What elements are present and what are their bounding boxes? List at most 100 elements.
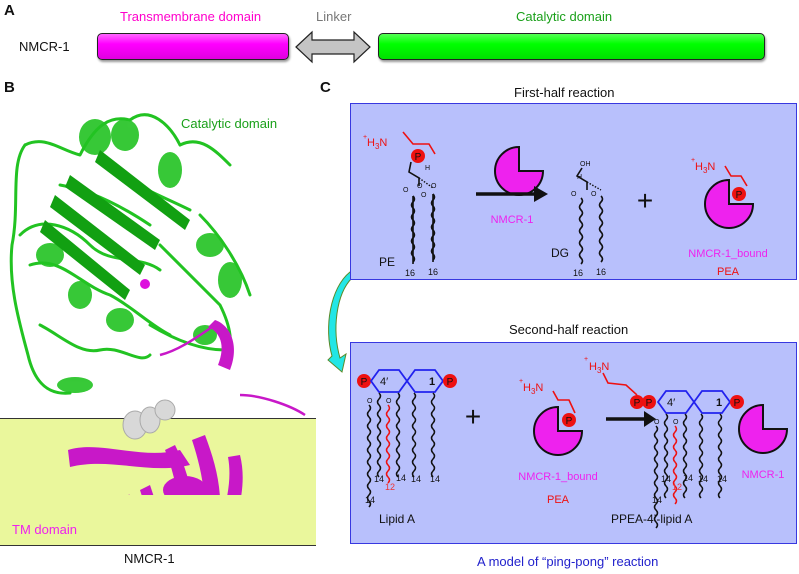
svg-text:+: +	[584, 356, 588, 363]
panel-b-tm-label: TM domain	[12, 522, 78, 537]
panel-a-letter: A	[4, 2, 15, 19]
acyl-chain-2	[430, 193, 436, 261]
tm-loops	[128, 323, 306, 495]
svg-text:O: O	[403, 187, 409, 194]
lipid-a-molecule: P 4′ 1 P O O	[357, 369, 457, 508]
panel-b-protein-label: NMCR-1	[124, 551, 175, 566]
h-label: H	[425, 165, 430, 172]
ppea-lipid-a-label: PPEA-4’-lipid A	[611, 512, 692, 526]
ppea-ring-label-1: 1	[716, 397, 722, 409]
second-half-title: Second-half reaction	[509, 322, 629, 337]
protein-structure	[9, 113, 306, 495]
curved-transition-arrow	[327, 271, 353, 373]
catalytic-helices	[36, 119, 242, 393]
second-bound-enzyme-pacman-icon	[533, 405, 584, 456]
first-half-scheme: P H O O O O + H3N PE 16 16 NMCR-1 OH H	[363, 131, 768, 278]
second-half-bound-label: NMCR-1_bound	[518, 471, 597, 483]
svg-text:H3N: H3N	[589, 361, 609, 375]
first-half-enzyme-label: NMCR-1	[491, 214, 534, 226]
svg-text:O: O	[386, 398, 392, 405]
lipid-a-chain-3: 14	[411, 474, 421, 484]
first-half-bound-label: NMCR-1_bound	[688, 248, 767, 260]
svg-text:+: +	[691, 157, 695, 164]
panel-b-catalytic-label: Catalytic domain	[181, 116, 278, 131]
free-enzyme-pacman-icon	[738, 403, 789, 454]
svg-text:O: O	[654, 419, 660, 426]
first-half-pea-label: PEA	[717, 266, 740, 278]
lipid-a-chain-1: 14	[374, 474, 384, 484]
panel-c-caption: A model of “ping-pong” reaction	[477, 554, 659, 569]
pe-amine-label: H3N	[367, 137, 387, 151]
svg-text:+: +	[363, 134, 367, 141]
ppea-chain-3: 14	[698, 474, 708, 484]
lipid-a-chain-4: 14	[430, 474, 440, 484]
first-half-plus: +	[637, 185, 653, 216]
linker-label: Linker	[316, 9, 352, 24]
panel-a-protein-label: NMCR-1	[19, 39, 70, 54]
svg-text:O: O	[367, 398, 373, 405]
ring-label-1: 1	[429, 376, 435, 388]
panel-b-letter: B	[4, 79, 15, 96]
metal-ion-sphere	[140, 279, 150, 289]
membrane-region	[0, 418, 316, 546]
svg-text:O: O	[571, 191, 577, 198]
ppea-chain-4: 14	[717, 474, 727, 484]
first-half-box: P H O O O O + H3N PE 16 16 NMCR-1 OH H	[350, 103, 797, 280]
ring-label-4: 4′	[380, 376, 388, 388]
catalytic-domain-bar	[378, 33, 765, 60]
ppea-ring-label-4: 4′	[667, 397, 675, 409]
panel-c-letter: C	[320, 79, 331, 96]
first-half-title: First-half reaction	[514, 85, 615, 100]
svg-text:O: O	[591, 191, 597, 198]
svg-text:O: O	[431, 183, 437, 190]
linker-helix	[122, 399, 176, 440]
bound-phosphate-label: P	[736, 190, 743, 201]
acyl-chain-1	[410, 195, 416, 263]
svg-text:O: O	[417, 183, 423, 190]
second-half-scheme: P 4′ 1 P O O 14 12 14 14 14 14 Lipid A +…	[357, 356, 789, 529]
tm-domain-label: Transmembrane domain	[120, 9, 262, 24]
lipid-a-chain-2: 14	[396, 473, 406, 483]
second-bound-phosphate-label: P	[566, 416, 573, 427]
phosphate-label: P	[415, 152, 422, 163]
second-half-plus-1: +	[465, 401, 481, 432]
tm-domain-structure	[68, 320, 243, 495]
second-half-enzyme-label: NMCR-1	[742, 469, 785, 481]
oh-label: OH	[580, 161, 591, 168]
tm-domain-bar	[97, 33, 289, 60]
ppea-phosphate-1: P	[734, 398, 741, 409]
beta-sheets	[40, 150, 190, 300]
ppea-chain-2: 14	[683, 473, 693, 483]
lipid-a-chain-5: 14	[365, 495, 375, 505]
bound-phosphate-circle	[732, 187, 746, 201]
second-half-box: P 4′ 1 P O O 14 12 14 14 14 14 Lipid A +…	[350, 342, 797, 544]
pe-molecule: P H O O O O	[402, 131, 437, 264]
second-half-pea-label: PEA	[547, 494, 570, 506]
svg-text:+: +	[519, 378, 523, 385]
dg-chain-length-1: 16	[573, 268, 583, 278]
linker-double-arrow	[295, 30, 371, 64]
enzyme-pacman-icon	[494, 145, 545, 196]
lipid-a-phosphate-4: P	[361, 377, 368, 388]
phosphate-circle	[411, 149, 425, 163]
svg-text:O: O	[421, 192, 427, 199]
pe-chain-length-2: 16	[428, 267, 438, 277]
pe-label: PE	[379, 255, 395, 269]
lipid-a-label: Lipid A	[379, 512, 415, 526]
svg-text:H3N: H3N	[523, 382, 543, 396]
ppea-phosphate-a: P	[634, 398, 641, 409]
ppea-red-chain: 12	[672, 482, 682, 492]
dg-molecule: OH H O O	[571, 161, 604, 265]
lipid-a-phosphate-1: P	[447, 377, 454, 388]
catalytic-domain-label: Catalytic domain	[516, 9, 613, 24]
bound-enzyme-pacman-icon	[704, 178, 755, 229]
ppea-lipid-a-molecule: 4′ 1 P O O 14 12 14 14 14 14	[652, 390, 744, 529]
dg-label: DG	[551, 246, 569, 260]
lipid-a-red-chain: 12	[385, 482, 395, 492]
ppea-chain-5: 14	[652, 495, 662, 505]
ppea-phosphate-b: P	[646, 398, 653, 409]
svg-text:O: O	[673, 419, 679, 426]
ppea-chain-1: 14	[661, 474, 671, 484]
pe-chain-length-1: 16	[405, 268, 415, 278]
bound-amine-label: H3N	[695, 161, 715, 175]
